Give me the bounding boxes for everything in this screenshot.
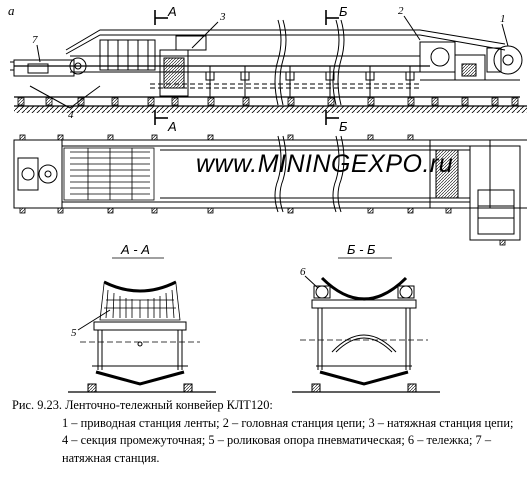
callout-4: 4	[68, 109, 74, 121]
plan-view	[13, 134, 527, 246]
pneumatic-roller-support	[99, 283, 181, 321]
callout-7: 7	[32, 34, 38, 46]
side-elevation-view: а	[8, 3, 527, 134]
caption-line-4: натяжная станция.	[62, 450, 160, 465]
section-mark-a	[154, 10, 168, 125]
section-mark-a-top: А	[167, 4, 177, 19]
caption-title: Рис. 9.23. Ленточно-тележный конвейер КЛ…	[12, 398, 273, 412]
view-label: а	[8, 3, 15, 18]
caption-line-3: 4 – секция промежуточная; 5 – роликовая …	[62, 433, 492, 448]
section-b-b-title: Б - Б	[347, 242, 376, 257]
callout-6: 6	[300, 266, 306, 278]
section-mark-b-bottom: Б	[339, 119, 348, 134]
watermark-text: www.MININGEXPO.ru	[196, 150, 453, 178]
callout-1: 1	[500, 13, 506, 25]
foot-pads-plan	[19, 134, 506, 246]
section-a-a-title: А - А	[120, 242, 150, 257]
intermediate-supports	[205, 66, 415, 97]
conveyor-drawing: а	[8, 3, 527, 393]
callout-3: 3	[219, 11, 226, 23]
callout-2: 2	[398, 5, 404, 17]
foot-pads-side	[17, 97, 519, 106]
plan-slats	[63, 147, 155, 201]
callout-5: 5	[71, 327, 77, 339]
section-mark-b-top: Б	[339, 4, 348, 19]
section-mark-b	[325, 10, 339, 125]
section-b-b-view: Б - Б 6	[292, 242, 440, 393]
section-a-a-view: А - А 5	[68, 242, 216, 393]
section-mark-a-bottom: А	[167, 119, 177, 134]
caption-line-2: 1 – приводная станция ленты; 2 – головна…	[62, 415, 514, 430]
figure-caption: Рис. 9.23. Ленточно-тележный конвейер КЛ…	[12, 397, 527, 467]
